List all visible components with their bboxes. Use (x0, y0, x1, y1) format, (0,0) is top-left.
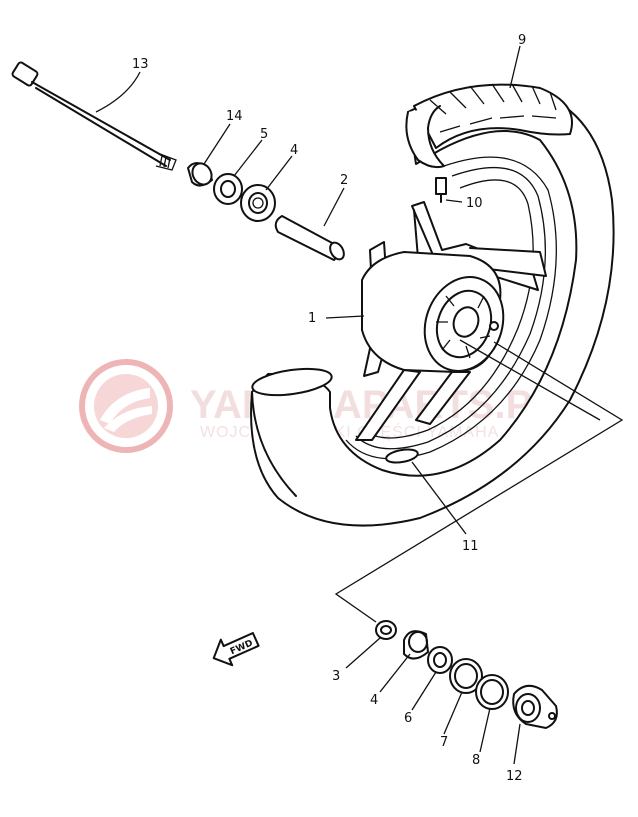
part-13-axle[interactable] (11, 61, 177, 171)
label-11: 11 (462, 539, 479, 554)
label-9: 9 (518, 33, 526, 48)
part-9-tire[interactable] (250, 83, 615, 527)
label-3: 3 (332, 669, 340, 684)
label-12: 12 (506, 769, 523, 784)
part-4-bearing-lower[interactable] (403, 630, 429, 660)
label-1: 1 (308, 311, 316, 326)
part-2-spacer[interactable] (274, 215, 347, 262)
label-14: 14 (226, 109, 243, 124)
label-8: 8 (472, 753, 480, 768)
part-14-collar[interactable] (187, 160, 215, 188)
label-7: 7 (440, 735, 448, 750)
part-5-oil-seal[interactable] (213, 173, 243, 205)
part-12-gear-unit[interactable] (512, 684, 558, 729)
label-4-lower: 4 (370, 693, 378, 708)
forward-arrow: FWD (212, 632, 260, 667)
leader-lines (95, 45, 521, 765)
part-10-valve[interactable] (435, 177, 447, 203)
part-6-circlip[interactable] (427, 646, 453, 674)
label-6: 6 (404, 711, 412, 726)
part-8-oil-seal[interactable] (475, 674, 509, 710)
explode-guide-line (334, 339, 624, 623)
label-4-upper: 4 (290, 143, 298, 158)
label-5: 5 (260, 127, 268, 142)
label-2: 2 (340, 173, 348, 188)
label-13: 13 (132, 57, 149, 72)
watermark-subtitle: WOJCIECHOWSKI CZĘŚCI YAMAHA (200, 422, 499, 441)
part-7-oil-seal[interactable] (449, 658, 483, 694)
part-1-cast-wheel[interactable] (355, 201, 547, 465)
label-10: 10 (466, 196, 483, 211)
part-4-bearing-upper[interactable] (240, 184, 276, 222)
part-labels: 13 14 5 4 2 1 9 10 11 3 4 6 7 8 12 (132, 33, 526, 784)
part-3-collar[interactable] (375, 620, 397, 640)
watermark-logo-icon (79, 359, 173, 453)
